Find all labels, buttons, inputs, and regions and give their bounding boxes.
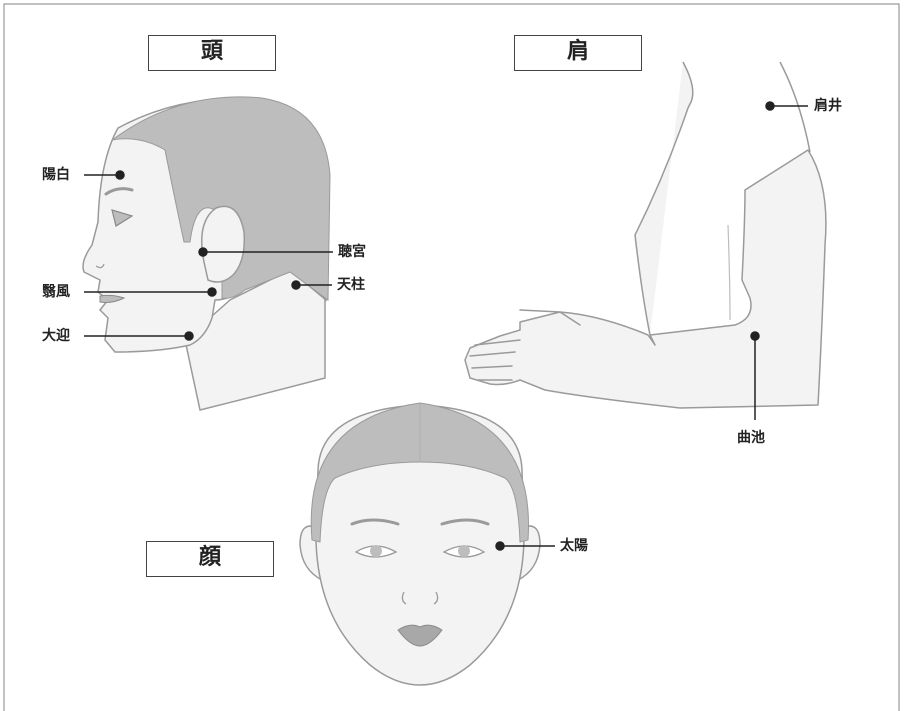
fingers: [469, 309, 581, 381]
label-kyokuchi: 曲池: [737, 430, 765, 446]
label-taiyo: 太陽: [560, 538, 588, 554]
head-profile-illustration: [82, 96, 331, 411]
lips: [99, 294, 126, 303]
label-geigei: 大迎: [42, 328, 70, 344]
point-yohaku: [115, 170, 125, 180]
eyebrow: [104, 187, 134, 196]
right-eyebrow: [440, 518, 490, 526]
point-taiyo: [495, 541, 505, 551]
section-label-shoulder: 肩: [514, 35, 642, 71]
left-eyebrow: [350, 518, 400, 526]
ear: [201, 205, 246, 283]
eye: [111, 209, 134, 227]
label-yohaku: 陽白: [42, 167, 70, 183]
shoulder-contour: [779, 61, 811, 153]
nostril: [95, 263, 105, 269]
face-hair: [310, 402, 530, 543]
arm-skin: [464, 61, 827, 409]
face-front-illustration: [299, 402, 541, 686]
nose: [401, 591, 439, 605]
point-geigei: [184, 331, 194, 341]
point-chogu: [198, 247, 208, 257]
frame-border: [3, 3, 900, 711]
left-pupil: [370, 545, 382, 557]
label-eifu: 翳風: [42, 284, 70, 300]
point-kyokuchi: [750, 331, 760, 341]
label-kensei: 肩井: [814, 98, 842, 114]
leader-lines: [84, 101, 808, 551]
point-eifu: [207, 287, 217, 297]
point-kensei: [765, 101, 775, 111]
section-label-head: 頭: [148, 35, 276, 71]
arm-illustration: [464, 61, 827, 409]
arm-inner-line: [727, 224, 731, 321]
section-label-face: 顔: [146, 541, 274, 577]
label-tenchu: 天柱: [337, 277, 365, 293]
lips-front: [397, 624, 443, 647]
label-chogu: 聴宮: [338, 244, 366, 260]
right-pupil: [458, 545, 470, 557]
point-tenchu: [291, 280, 301, 290]
